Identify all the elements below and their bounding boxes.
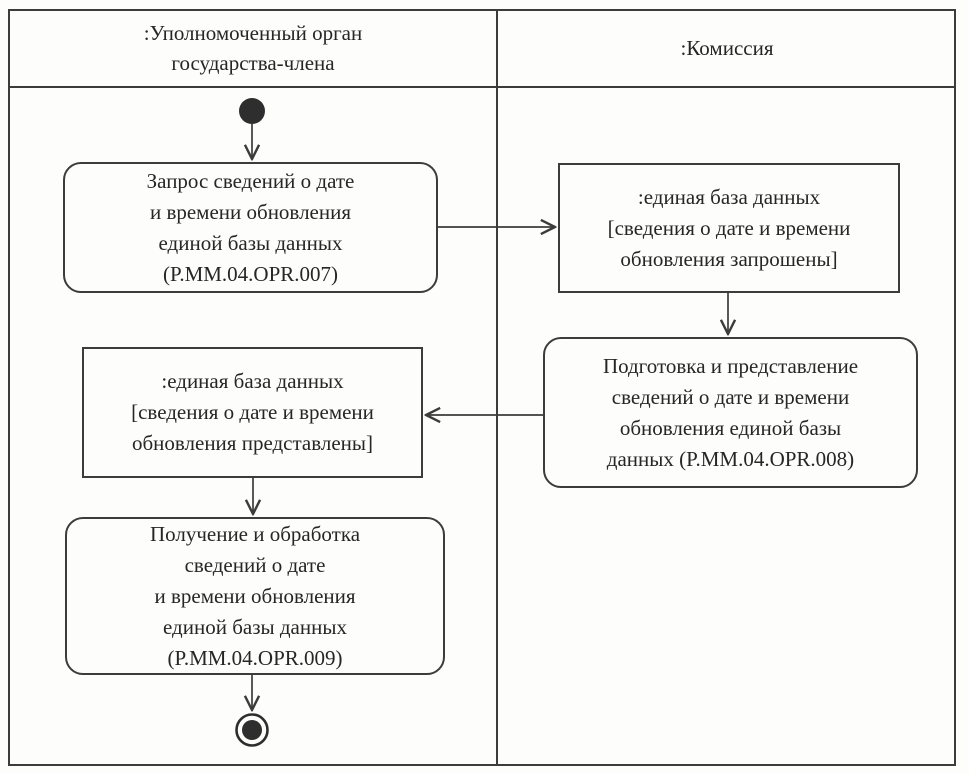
lane-divider [496, 9, 498, 766]
lane-header-commission: :Комиссия [680, 36, 774, 60]
action-node-receive-009: Получение и обработка сведений о дате и … [65, 517, 445, 675]
object-node-label: :единая база данных [сведения о дате и в… [131, 369, 374, 455]
final-node [235, 713, 269, 747]
action-node-label: Подготовка и представление сведений о да… [602, 353, 859, 471]
object-node-label: :единая база данных [сведения о дате и в… [607, 184, 851, 271]
object-node-db-provided: :единая база данных [сведения о дате и в… [82, 347, 423, 478]
action-node-prepare-008: Подготовка и представление сведений о да… [543, 337, 918, 488]
action-node-request-007: Запрос сведений о дате и времени обновле… [63, 162, 438, 293]
lane-header-divider [8, 86, 956, 88]
object-node-db-requested: :единая база данных [сведения о дате и в… [558, 163, 900, 293]
lane-header-member-state-body: :Уполномоченный орган государства-члена [143, 21, 363, 75]
diagram-frame [8, 9, 956, 766]
action-node-label: Запрос сведений о дате и времени обновле… [146, 168, 355, 286]
initial-node [239, 98, 265, 124]
action-node-label: Получение и обработка сведений о дате и … [149, 521, 361, 670]
